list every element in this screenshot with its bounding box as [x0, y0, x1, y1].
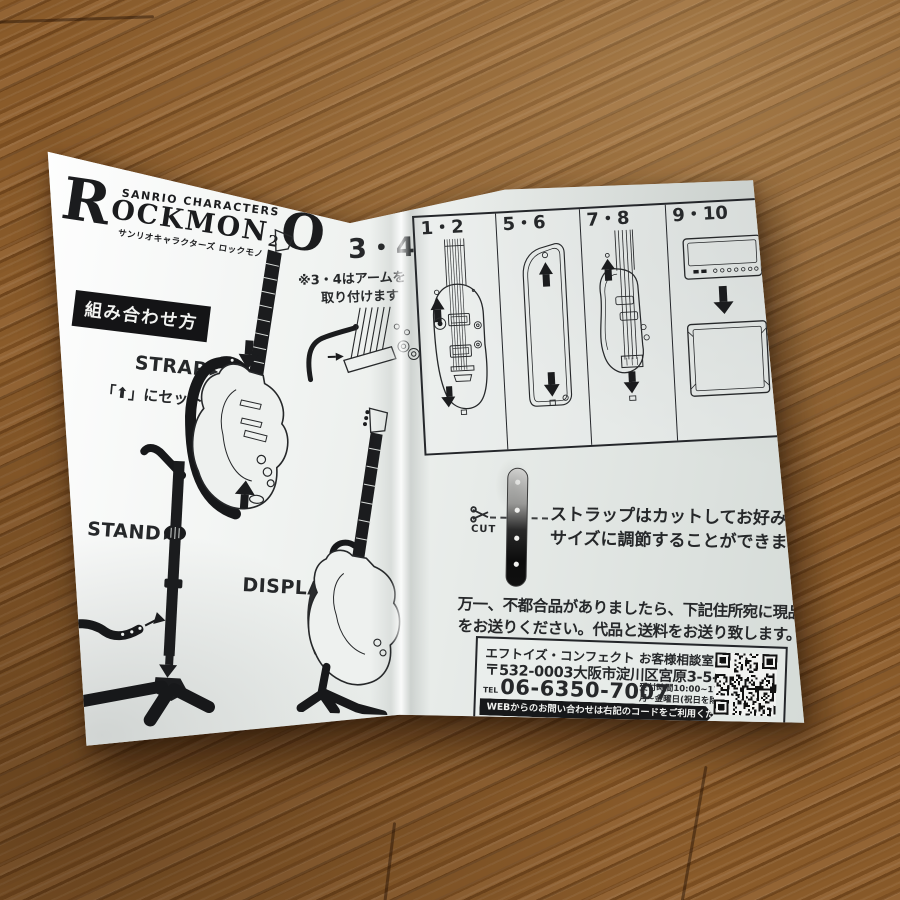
step-column-1-2: 1・2: [414, 213, 509, 454]
strat-guitar-with-strap-illustration: [185, 228, 294, 520]
electric-guitar-illustration: [430, 238, 488, 416]
step-column-label: 5・6: [502, 212, 547, 236]
steps-panel: 1・2: [412, 197, 787, 456]
step-column-label: 7・8: [585, 207, 631, 231]
wood-plank-seam: [679, 765, 708, 900]
qr-code-icon: [713, 652, 778, 717]
paper-smudge: [495, 458, 531, 512]
instruction-leaflet: R SANRIO CHARACTERS OCKMON 2 サンリオキャラクターズ…: [40, 140, 815, 760]
step-column-5-6: 5・6: [495, 209, 593, 450]
step-column-9-10: 9・10: [666, 199, 784, 440]
tel-label: TEL: [482, 685, 499, 695]
logo-letter-r: R: [57, 164, 116, 239]
arm-step-number: 3・4: [347, 231, 417, 266]
tremolo-arm-illustration: [306, 306, 420, 383]
body-silhouette-illustration: [522, 243, 573, 407]
scissors-icon: [470, 506, 489, 523]
bass-guitar-illustration: [599, 229, 650, 401]
guitar-stand-illustration: [52, 444, 215, 727]
leaflet-paper: R SANRIO CHARACTERS OCKMON 2 サンリオキャラクターズ…: [47, 151, 805, 746]
wood-plank-seam: [382, 822, 397, 900]
cut-caption: CUT: [470, 523, 497, 536]
step-column-label: 1・2: [420, 216, 465, 240]
step-column-label: 9・10: [671, 202, 729, 227]
step-column-7-8: 7・8: [579, 204, 679, 445]
strap-strip-illustration: [505, 467, 529, 587]
amp-head-and-cabinet-illustration: [682, 234, 771, 397]
wood-plank-seam: [0, 15, 155, 24]
customer-contact-box: エフトイズ・コンフェクト お客様相談室 〒532-0003大阪市淀川区宮原3-5…: [473, 636, 788, 731]
strap-cut-note-line2: サイズに調節することができます: [549, 528, 805, 554]
